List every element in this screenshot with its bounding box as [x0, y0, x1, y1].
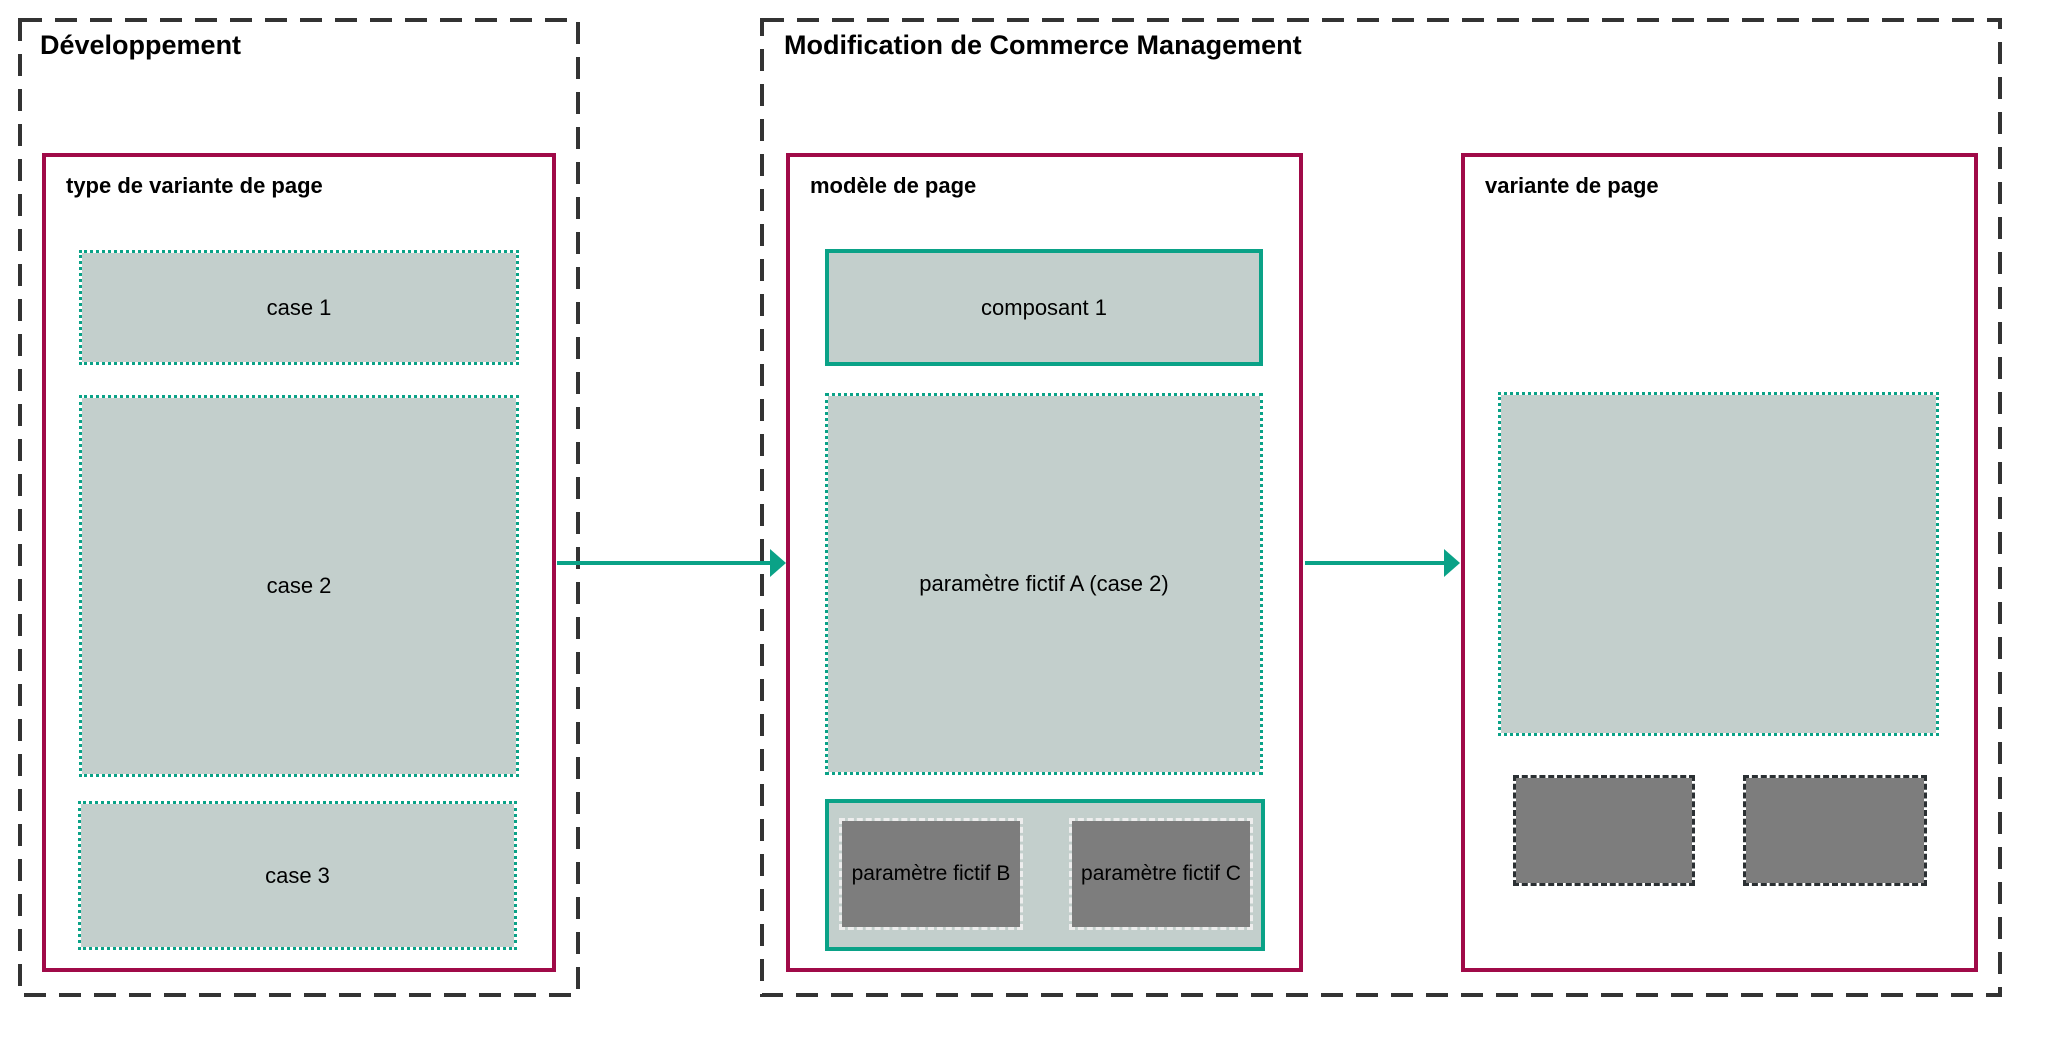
case-2-box: case 2: [79, 395, 519, 777]
dummy-param-a-box: paramètre fictif A (case 2): [825, 393, 1263, 775]
component-1-label: composant 1: [981, 294, 1107, 320]
commerce-management-section-title: Modification de Commerce Management: [784, 30, 1302, 60]
development-section-title: Développement: [40, 30, 242, 60]
commerce-management-boundary: [760, 18, 2002, 997]
page-variant-type-label: type de variante de page: [66, 173, 323, 198]
variant-content-placeholder-box: [1498, 392, 1939, 736]
page-variant-label: variante de page: [1485, 173, 1659, 198]
case-3-label: case 3: [265, 862, 330, 888]
dummy-param-b-box: paramètre fictif B: [839, 818, 1023, 930]
variant-param-placeholder-1: [1513, 775, 1695, 886]
dummy-param-c-label: paramètre fictif C: [1081, 862, 1241, 886]
component-1-box: composant 1: [825, 249, 1263, 366]
dummy-param-c-box: paramètre fictif C: [1069, 818, 1253, 930]
dummy-param-b-label: paramètre fictif B: [851, 862, 1011, 886]
arrow-dev-to-template: [557, 549, 786, 577]
case-1-box: case 1: [79, 250, 519, 365]
case-3-box: case 3: [78, 801, 517, 950]
arrow-template-to-variant: [1305, 549, 1460, 577]
dummy-param-a-label: paramètre fictif A (case 2): [919, 571, 1169, 596]
page-template-label: modèle de page: [810, 173, 977, 198]
variant-param-placeholder-2: [1743, 775, 1927, 886]
case-2-label: case 2: [266, 573, 332, 598]
case-1-label: case 1: [266, 294, 332, 320]
